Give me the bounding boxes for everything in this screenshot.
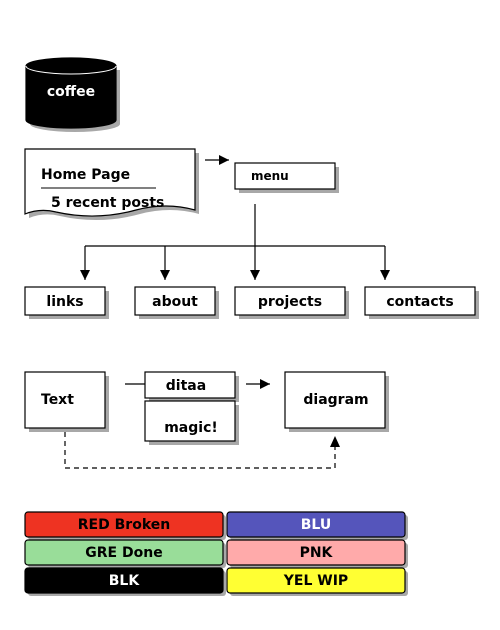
legend-swatch-label: BLK [109, 573, 141, 589]
projects-node: projects [234, 286, 349, 319]
home-page-title: Home Page [41, 167, 130, 183]
menu-node: menu [234, 162, 339, 193]
links-label: links [46, 294, 83, 310]
legend-swatch: PNK [226, 539, 408, 568]
legend-swatch: GRE Done [24, 539, 226, 568]
coffee-storage-node: coffee [25, 57, 120, 132]
legend-swatch: BLU [226, 511, 408, 540]
magic-node: magic! [144, 400, 239, 445]
legend-swatch: RED Broken [24, 511, 226, 540]
ditaa-node: ditaa [144, 371, 239, 402]
dashed-path-arrowhead [330, 436, 340, 447]
text-node: Text [24, 371, 109, 432]
ditaa-label: ditaa [166, 378, 206, 394]
magic-label: magic! [164, 420, 218, 436]
links-node: links [24, 286, 109, 319]
contacts-node: contacts [364, 286, 479, 319]
text-label: Text [41, 392, 74, 408]
color-legend: RED Broken BLU GRE Done PNK BLK YEL WIP [24, 511, 408, 596]
legend-swatch-label: RED Broken [78, 517, 170, 533]
legend-swatch-label: BLU [301, 517, 331, 533]
contacts-label: contacts [386, 294, 453, 310]
diagram-node: diagram [284, 371, 389, 432]
legend-swatch-label: YEL WIP [283, 573, 348, 589]
diagram-label: diagram [303, 392, 368, 408]
legend-swatch: YEL WIP [226, 567, 408, 596]
about-node: about [134, 286, 219, 319]
projects-label: projects [258, 294, 322, 310]
legend-swatch-label: PNK [300, 545, 334, 561]
coffee-label: coffee [47, 84, 95, 100]
legend-swatch: BLK [24, 567, 226, 596]
menu-label: menu [251, 169, 289, 183]
about-label: about [152, 294, 198, 310]
home-page-document-node: Home Page 5 recent posts [24, 148, 199, 221]
home-page-subtitle: 5 recent posts [51, 195, 164, 211]
text-to-diagram-dashed-path [64, 432, 336, 469]
legend-swatch-label: GRE Done [85, 545, 162, 561]
menu-tree-connectors [80, 204, 390, 280]
